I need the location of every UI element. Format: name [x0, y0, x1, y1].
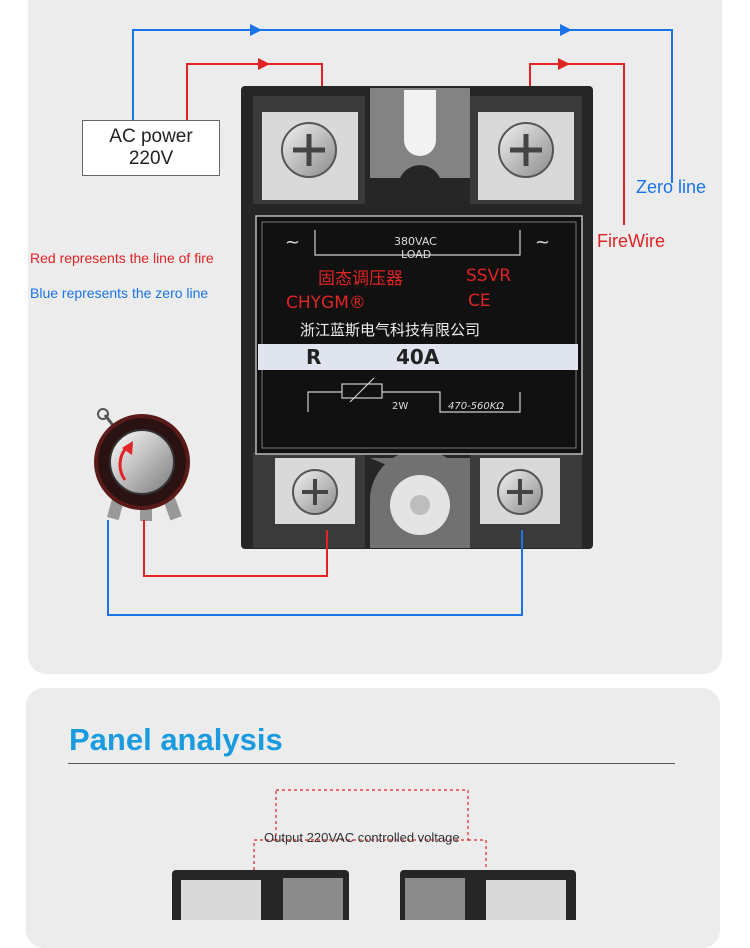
zero-line-label: Zero line: [636, 177, 707, 197]
load-text: LOAD: [401, 248, 431, 261]
partial-relays: [172, 870, 576, 920]
blue-arrow-left: [250, 24, 262, 36]
blue-arrow-right: [560, 24, 572, 36]
voltage-text: 380VAC: [394, 235, 437, 248]
red-wire-top: [186, 63, 625, 225]
current-text: 40A: [396, 345, 440, 369]
bottom-wires: [107, 520, 523, 616]
tilde-left: ~: [285, 232, 300, 253]
title-divider: [68, 763, 675, 764]
output-indicator: [253, 789, 487, 870]
section-title: Panel analysis: [69, 722, 283, 757]
tilde-right: ~: [535, 232, 550, 253]
red-arrow-right: [558, 58, 570, 70]
resistance-text: 470-560KΩ: [448, 401, 504, 412]
red-arrow-left: [258, 58, 270, 70]
blue-legend-note: Blue represents the zero line: [30, 285, 209, 301]
ac-power-box: AC power 220V: [82, 120, 220, 176]
type-text: R: [306, 345, 321, 369]
potentiometer: [94, 408, 190, 521]
ce-mark: CE: [468, 291, 491, 311]
red-legend-note: Red represents the line of fire: [30, 250, 214, 266]
ac-voltage-label: 220V: [128, 148, 174, 169]
company-text: 浙江蓝斯电气科技有限公司: [300, 321, 480, 339]
firewire-label: FireWire: [597, 231, 665, 251]
blue-wire-top: [132, 29, 673, 183]
power-text: 2W: [392, 401, 408, 412]
screw-terminals: [281, 122, 554, 515]
relay-schematic: [307, 230, 521, 413]
panel-analysis-panel: [26, 688, 720, 948]
product-name-cn: 固态调压器: [318, 269, 403, 289]
model-text: SSVR: [466, 266, 511, 286]
brand-text: CHYGM®: [286, 293, 366, 313]
wiring-drawing: ~ ~ 380VAC LOAD 固态调压器 SSVR CE CHYGM® 浙江蓝…: [94, 24, 673, 920]
output-voltage-label: Output 220VAC controlled voltage: [264, 830, 460, 845]
ac-power-label: AC power: [109, 126, 193, 147]
